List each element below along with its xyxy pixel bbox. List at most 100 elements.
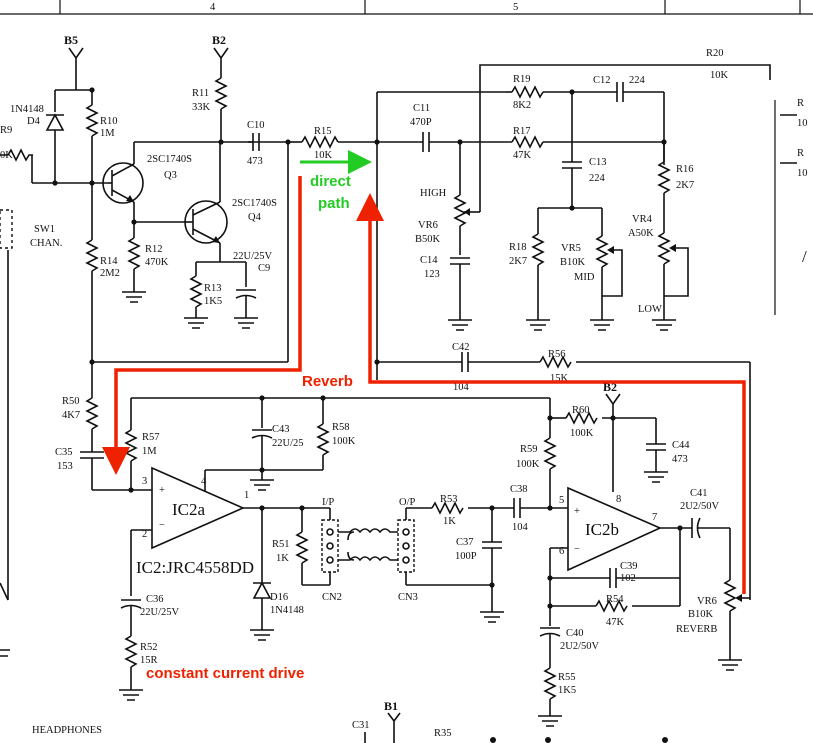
d4-ref: D4 xyxy=(27,116,41,127)
sw1-label: CHAN. xyxy=(30,238,62,249)
reverb-return: C42 104 R56 15K xyxy=(377,342,751,600)
r54-ref: R54 xyxy=(606,594,624,605)
ic2a-pin3: 3 xyxy=(142,476,147,487)
q4-part: 2SC1740S xyxy=(232,198,277,209)
edge-r-1: R xyxy=(797,98,804,109)
c39-ref: C39 xyxy=(620,561,638,572)
ic2a-pin2: 2 xyxy=(142,529,147,540)
ic2a-plus: + xyxy=(159,485,165,496)
r52-value: 15R xyxy=(140,655,158,666)
vr5-label: MID xyxy=(574,272,595,283)
ic2b-pin5: 5 xyxy=(559,495,564,506)
r11-value: 33K xyxy=(192,102,211,113)
r14-value: 2M2 xyxy=(100,268,120,279)
c13-ref: C13 xyxy=(589,157,607,168)
vr5-value: B10K xyxy=(560,257,586,268)
c40-ref: C40 xyxy=(566,628,584,639)
r19-value: 8K2 xyxy=(513,100,531,111)
c43-ref: C43 xyxy=(272,424,290,435)
ic2b-pin7: 7 xyxy=(652,512,657,523)
vr4-value: A50K xyxy=(628,228,654,239)
c38-ref: C38 xyxy=(510,484,528,495)
direct-path-label-2: path xyxy=(318,195,350,212)
edge-val-2: 10 xyxy=(797,168,808,179)
r60-value: 100K xyxy=(570,428,594,439)
r16-ref: R16 xyxy=(676,164,694,175)
q3-part: 2SC1740S xyxy=(147,154,192,165)
r19-ref: R19 xyxy=(513,74,531,85)
direct-path-label-1: direct xyxy=(310,173,351,190)
ic2a-minus: − xyxy=(159,520,165,531)
ic2-part: IC2:JRC4558DD xyxy=(136,558,254,577)
vr4-label: LOW xyxy=(638,304,662,315)
c12-ref: C12 xyxy=(593,75,611,86)
c14-value: 123 xyxy=(424,269,440,280)
r17-value: 47K xyxy=(513,150,532,161)
c36-ref: C36 xyxy=(146,594,164,605)
r60-ref: R60 xyxy=(572,405,590,416)
q3-ref: Q3 xyxy=(164,170,177,181)
r15-ref: R15 xyxy=(314,126,332,137)
c41-value: 2U2/50V xyxy=(680,501,720,512)
c37-ref: C37 xyxy=(456,537,474,548)
headphones-label: HEADPHONES xyxy=(32,725,102,736)
c39-value: 102 xyxy=(620,573,636,584)
vr6-high-value: B50K xyxy=(415,234,441,245)
bottom-strip: HEADPHONES B1 C31 R35 xyxy=(0,582,668,743)
c42-ref: C42 xyxy=(452,342,470,353)
tone-stack: R15 10K C11 470P HIGH VR6 B50K C14 123 R… xyxy=(288,48,808,380)
r53-value: 1K xyxy=(443,516,456,527)
c9-value: 22U/25V xyxy=(233,251,273,262)
ip-label: I/P xyxy=(322,497,334,508)
c9-ref: C9 xyxy=(258,263,270,274)
r13-ref: R13 xyxy=(204,283,222,294)
ic2b-minus: − xyxy=(574,544,580,555)
r59-ref: R59 xyxy=(520,444,538,455)
r55-ref: R55 xyxy=(558,672,576,683)
ic2a-pin4: 4 xyxy=(201,476,207,487)
ic2b-plus: + xyxy=(574,506,580,517)
sw1-ref: SW1 xyxy=(34,224,55,235)
rail-b5-label: B5 xyxy=(64,33,78,47)
rail-b2-top-label: B2 xyxy=(212,33,226,47)
d16-ref: D16 xyxy=(270,592,288,603)
input-stage: B5 1N4148 D4 R10 1M R9 0K 2SC1740S Q3 xyxy=(0,33,289,600)
c44-value: 473 xyxy=(672,454,688,465)
vr6-high-label: HIGH xyxy=(420,188,447,199)
ic2b-pin8: 8 xyxy=(616,494,621,505)
r11-ref: R11 xyxy=(192,88,209,99)
c41-ref: C41 xyxy=(690,488,708,499)
r10-value: 1M xyxy=(100,128,115,139)
r54-value: 47K xyxy=(606,617,625,628)
r20-value: 10K xyxy=(710,70,729,81)
c40-value: 2U2/50V xyxy=(560,641,600,652)
c11-value: 470P xyxy=(410,117,432,128)
c10-value: 473 xyxy=(247,156,263,167)
r59-value: 100K xyxy=(516,459,540,470)
c10-ref: C10 xyxy=(247,120,265,131)
vr6-high-ref: VR6 xyxy=(418,220,438,231)
c36-value: 22U/25V xyxy=(140,607,180,618)
c35-value: 153 xyxy=(57,461,73,472)
cn2-label: CN2 xyxy=(322,592,342,603)
q4-ref: Q4 xyxy=(248,212,262,223)
ic2a-pin1: 1 xyxy=(244,490,249,501)
ic2b-label: IC2b xyxy=(585,520,619,539)
r20-ref: R20 xyxy=(706,48,724,59)
ic2b-pin6: 6 xyxy=(559,546,564,557)
c13-value: 224 xyxy=(589,173,606,184)
r12-value: 470K xyxy=(145,257,169,268)
vr5-ref: VR5 xyxy=(561,243,581,254)
r57-ref: R57 xyxy=(142,432,160,443)
c44-ref: C44 xyxy=(672,440,690,451)
r55-value: 1K5 xyxy=(558,685,576,696)
d4-part: 1N4148 xyxy=(10,104,44,115)
c42-value: 104 xyxy=(453,382,470,393)
reverb-return-arrow xyxy=(356,193,746,594)
c35-ref: C35 xyxy=(55,447,73,458)
c37-value: 100P xyxy=(455,551,477,562)
r15-value: 10K xyxy=(314,150,333,161)
r13-value: 1K5 xyxy=(204,296,222,307)
annotations: direct path Reverb constant current driv… xyxy=(102,150,746,682)
